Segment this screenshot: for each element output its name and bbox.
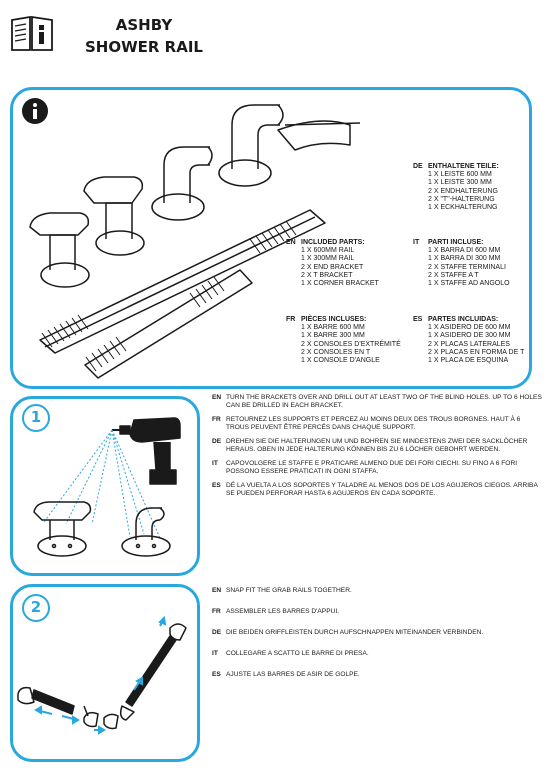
lang-code: FR [212,416,221,423]
instruction-text: ASSEMBLER LES BARRES D'APPUI. [226,608,340,615]
instruction-text: COLLEGARE A SCATTO LE BARRE DI PRESA. [226,650,369,657]
lang-code: IT [413,239,420,246]
title-line-1: ASHBY [115,16,173,34]
instruction-de: DE DREHEN SIE DIE HALTERUNGEN UM UND BOH… [212,438,542,454]
info-icon [22,98,48,124]
instruction-text: DIE BEIDEN GRIFFLEISTEN DURCH AUFSCHNAPP… [226,629,484,636]
list-item: 1 X STAFFE AD ANGOLO [428,280,510,287]
list-item: 1 X CORNER BRACKET [301,280,379,287]
instruction-en: EN SNAP FIT THE GRAB RAILS TOGETHER. [212,587,542,595]
parts-heading: PARTI INCLUSE: [428,239,484,246]
list-item: 1 X BARRA DI 600 MM [428,247,501,255]
lang-code: EN [286,239,296,246]
lang-code: FR [286,316,296,323]
lang-code: DE [212,629,222,636]
list-item: 1 X 300MM RAIL [301,255,355,263]
list-item: 2 X STAFFE A T [428,271,479,279]
lang-code: ES [413,316,423,323]
drill-brackets-illustration [33,417,181,557]
list-item: 1 X ASIDERO DE 600 MM [428,324,511,332]
list-item: 1 X CONSOLE D'ANGLE [301,357,380,364]
parts-heading: ENTHALTENE TEILE: [428,163,499,170]
step-1-number: 1 [22,404,50,432]
lang-code: ES [212,671,221,678]
list-item: 2 X "T"-HALTERUNG [428,195,495,203]
instruction-text: CAPOVOLGERE LE STAFFE E PRATICARE ALMENO… [226,460,518,475]
manual-info-icon [11,16,53,51]
snap-rails-illustration [17,615,187,735]
list-item: 2 X T BRACKET [301,271,353,279]
instruction-fr: FR RETOURNEZ LES SUPPORTS ET PERCEZ AU M… [212,416,542,432]
list-item: 2 X ENDHALTERUNG [428,187,498,195]
step-2-number: 2 [22,594,50,622]
instruction-it: IT CAPOVOLGERE LE STAFFE E PRATICARE ALM… [212,460,542,476]
parts-list: 1 X BARRE 600 MM 1 X BARRE 300 MM 2 X CO… [301,324,401,365]
lang-code: EN [212,587,222,594]
list-item: 2 X CONSOLES EN T [301,348,371,356]
instruction-fr: FR ASSEMBLER LES BARRES D'APPUI. [212,608,542,616]
list-item: 2 X PLACAS LATERALES [428,340,510,348]
list-item: 1 X BARRE 600 MM [301,324,365,332]
page-title: ASHBY SHOWER RAIL [74,14,214,58]
lang-code: IT [212,650,218,657]
list-item: 1 X 600MM RAIL [301,247,355,255]
instruction-it: IT COLLEGARE A SCATTO LE BARRE DI PRESA. [212,650,542,658]
instruction-text: DREHEN SIE DIE HALTERUNGEN UM UND BOHREN… [226,438,528,453]
title-line-2: SHOWER RAIL [85,38,203,56]
lang-code: DE [212,438,222,445]
list-item: 2 X END BRACKET [301,263,364,271]
lang-code: DE [413,163,423,170]
instruction-es: ES DÉ LA VUELTA A LOS SOPORTES Y TALADRE… [212,482,542,498]
list-item: 1 X LEISTE 300 MM [428,179,492,187]
instruction-text: SNAP FIT THE GRAB RAILS TOGETHER. [226,587,352,594]
instruction-de: DE DIE BEIDEN GRIFFLEISTEN DURCH AUFSCHN… [212,629,542,637]
parts-list: 1 X ASIDERO DE 600 MM 1 X ASIDERO DE 300… [428,324,524,365]
parts-list: 1 X BARRA DI 600 MM 1 X BARRA DI 300 MM … [428,247,510,288]
instruction-text: DÉ LA VUELTA A LOS SOPORTES Y TALADRE AL… [226,482,538,497]
list-item: 2 X PLACAS EN FORMA DE T [428,348,525,356]
parts-heading: PIÈCES INCLUSES: [301,316,367,323]
instruction-text: RETOURNEZ LES SUPPORTS ET PERCEZ AU MOIN… [226,416,521,431]
lang-code: IT [212,460,218,467]
instruction-es: ES AJUSTE LAS BARRES DE ASIR DE GOLPE. [212,671,542,679]
list-item: 1 X BARRA DI 300 MM [428,255,501,263]
list-item: 1 X ASIDERO DE 300 MM [428,332,511,340]
parts-list: 1 X 600MM RAIL 1 X 300MM RAIL 2 X END BR… [301,247,379,288]
step-1-instructions: EN TURN THE BRACKETS OVER AND DRILL OUT … [212,394,542,504]
parts-illustration [29,104,361,379]
list-item: 1 X LEISTE 600 MM [428,171,492,179]
parts-heading: INCLUDED PARTS: [301,239,365,246]
list-item: 2 X STAFFE TERMINALI [428,263,506,271]
list-item: 1 X ECKHALTERUNG [428,204,498,211]
instruction-text: AJUSTE LAS BARRES DE ASIR DE GOLPE. [226,671,360,678]
lang-code: ES [212,482,221,489]
instruction-en: EN TURN THE BRACKETS OVER AND DRILL OUT … [212,394,542,410]
list-item: 1 X PLACA DE ESQUINA [428,357,509,364]
instruction-text: TURN THE BRACKETS OVER AND DRILL OUT AT … [226,394,542,409]
list-item: 1 X BARRE 300 MM [301,332,365,340]
lang-code: EN [212,394,222,401]
parts-heading: PARTES INCLUIDAS: [428,316,499,323]
step-2-instructions: EN SNAP FIT THE GRAB RAILS TOGETHER. FR … [212,587,542,692]
list-item: 2 X CONSOLES D'EXTRÉMITÉ [301,340,401,348]
lang-code: FR [212,608,221,615]
parts-list: 1 X LEISTE 600 MM 1 X LEISTE 300 MM 2 X … [428,171,498,212]
